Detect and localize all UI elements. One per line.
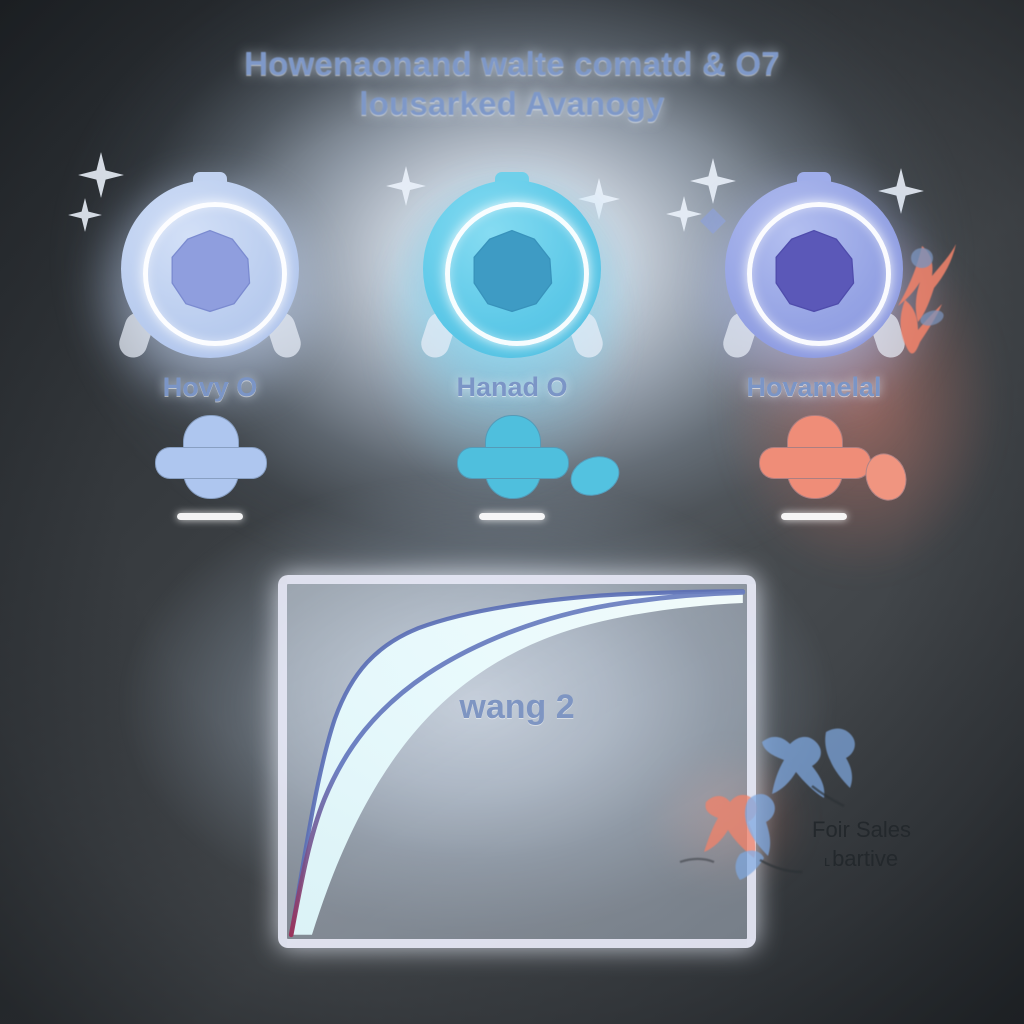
sparkle-icon — [386, 166, 426, 206]
mic-control-hovamelal[interactable] — [664, 405, 964, 545]
sparkle-icon — [68, 198, 102, 232]
badge-label: Hovamelal — [746, 372, 882, 402]
callout-line-1: Foir Sales — [812, 817, 912, 842]
badge-ring-icon — [747, 202, 891, 346]
callout-line-2: bartive — [832, 845, 899, 871]
chart-curve-lower — [288, 590, 746, 938]
badge-row: Hovy O Hanad O — [0, 152, 1024, 540]
mic-icon-row — [0, 405, 1024, 545]
mic-underline — [781, 513, 847, 520]
mic-control-hanad-o[interactable] — [362, 405, 662, 545]
badge-core-icon — [771, 228, 857, 314]
badge-label: Hovy O — [162, 372, 258, 402]
microphone-stand-icon — [457, 447, 569, 479]
mic-underline — [177, 513, 243, 520]
badge-ring-icon — [143, 202, 287, 346]
page-title: Howenaonand walte comatd & O7 lousarked … — [0, 44, 1024, 125]
chart-panel[interactable]: wang 2 — [278, 575, 756, 948]
badge-ring-icon — [445, 202, 589, 346]
badge-core-icon — [469, 228, 555, 314]
chart-curves — [288, 589, 746, 938]
mic-underline — [479, 513, 545, 520]
mic-side-blob-icon — [565, 449, 625, 503]
sparkle-icon — [690, 158, 736, 204]
microphone-stand-icon — [759, 447, 871, 479]
callout-line-2-row: ʟbartive — [812, 845, 911, 874]
badge-core-icon — [167, 228, 253, 314]
microphone-stand-icon — [155, 447, 267, 479]
page-title-line-1: Howenaonand walte comatd & O7 — [244, 45, 780, 82]
mic-control-hovy-o[interactable] — [60, 405, 360, 545]
badge-card-hovy-o[interactable]: Hovy O — [60, 152, 360, 540]
badge-card-hovamelal[interactable]: Hovamelal — [664, 158, 964, 540]
chart-inline-label: wang 2 — [459, 688, 575, 726]
callout-annotation: Foir Sales ʟbartive — [812, 816, 911, 873]
chart-curve-upper — [289, 589, 745, 937]
badge-card-hanad-o[interactable]: Hanad O — [362, 160, 662, 540]
page-title-line-2: lousarked Avanogy — [359, 85, 665, 123]
badge-label: Hanad O — [456, 372, 568, 402]
callout-line-2-prefix: ʟ — [824, 852, 831, 870]
chart-fill-area — [291, 591, 743, 935]
sparkle-icon — [666, 196, 702, 232]
